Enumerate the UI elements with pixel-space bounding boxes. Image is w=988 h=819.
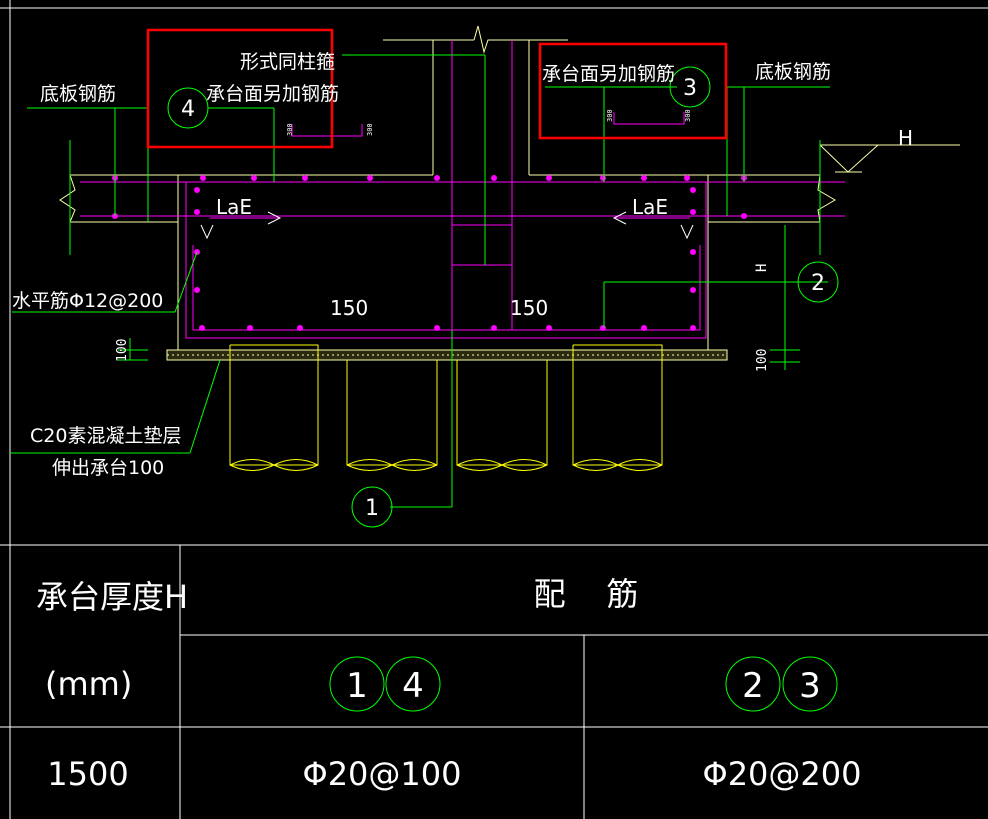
pile-2: [346, 360, 438, 471]
table-header-rebar: 配 筋: [534, 575, 639, 613]
pile-4: [572, 344, 663, 471]
label-dim-300-b: 300: [366, 123, 374, 136]
highlight-boxes: [146, 28, 728, 149]
leader-lines: [10, 54, 839, 528]
label-bottom-slab-right: 底板钢筋: [755, 61, 831, 83]
label-cushion-1: C20素混凝土垫层: [30, 425, 181, 447]
label-dim-150-left: 150: [330, 296, 368, 320]
callout-3-circle: [669, 66, 711, 108]
table-mark-1: 1: [346, 666, 368, 706]
label-dim-150-right: 150: [510, 296, 548, 320]
table-mark-4: 4: [402, 666, 424, 706]
label-top-extra-right: 承台面另加钢筋: [542, 63, 675, 85]
column-stub: [383, 25, 568, 175]
label-dim-300-c: 300: [606, 109, 614, 122]
pile-1: [229, 344, 319, 471]
callout-2-circle: [797, 261, 839, 303]
table-mark-2-circle: [725, 656, 781, 712]
label-dim-100-right: 100: [755, 349, 770, 372]
rebar-schedule-table: 承台厚度H (mm) 配 筋 1 4 2 3 1500 Φ20@100 Φ20@…: [0, 545, 988, 819]
label-dim-300-a: 300: [286, 123, 294, 136]
label-lae-right: LaE: [632, 195, 668, 219]
label-cushion-2: 伸出承台100: [52, 457, 164, 479]
callout-1-circle: [351, 486, 393, 528]
piles: [229, 344, 663, 471]
label-level-h: H: [898, 126, 913, 150]
rebar-dots: [112, 175, 747, 331]
table-mark-3: 3: [799, 666, 821, 706]
label-lae-left: LaE: [216, 195, 252, 219]
callout-4-circle: [167, 87, 209, 129]
table-header-unit: (mm): [45, 665, 132, 703]
lae-arrows: [200, 211, 694, 240]
label-height-h: H: [754, 264, 770, 272]
highlight-box-left: [146, 28, 334, 149]
drawing-labels: 形式同柱箍 承台面另加钢筋 承台面另加钢筋 底板钢筋 底板钢筋 水平筋Φ12@2…: [12, 51, 913, 521]
label-top-extra-left: 承台面另加钢筋: [206, 83, 339, 105]
table-mark-3-circle: [782, 656, 838, 712]
label-tie-same-as-column: 形式同柱箍: [240, 51, 335, 73]
callout-2-number: 2: [811, 271, 825, 296]
callout-3-number: 3: [683, 76, 697, 101]
cushion-layer: [166, 349, 728, 361]
callout-1-number: 1: [365, 496, 379, 521]
table-row-col1: Φ20@100: [303, 755, 462, 793]
table-mark-4-circle: [385, 656, 441, 712]
table-mark-2: 2: [742, 666, 764, 706]
label-dim-300-d: 300: [684, 109, 692, 122]
pile-3: [456, 360, 548, 471]
table-row-col2: Φ20@200: [703, 755, 862, 793]
highlight-box-right: [538, 42, 728, 140]
table-mark-1-circle: [329, 656, 385, 712]
label-dim-100-left: 100: [115, 339, 130, 362]
callout-4-number: 4: [181, 97, 195, 122]
table-header-thickness: 承台厚度H: [36, 578, 188, 616]
table-row-thickness: 1500: [47, 755, 128, 793]
label-bottom-slab-left: 底板钢筋: [40, 83, 116, 105]
label-horizontal-bar: 水平筋Φ12@200: [12, 290, 163, 312]
rebar-lines: [80, 40, 845, 339]
